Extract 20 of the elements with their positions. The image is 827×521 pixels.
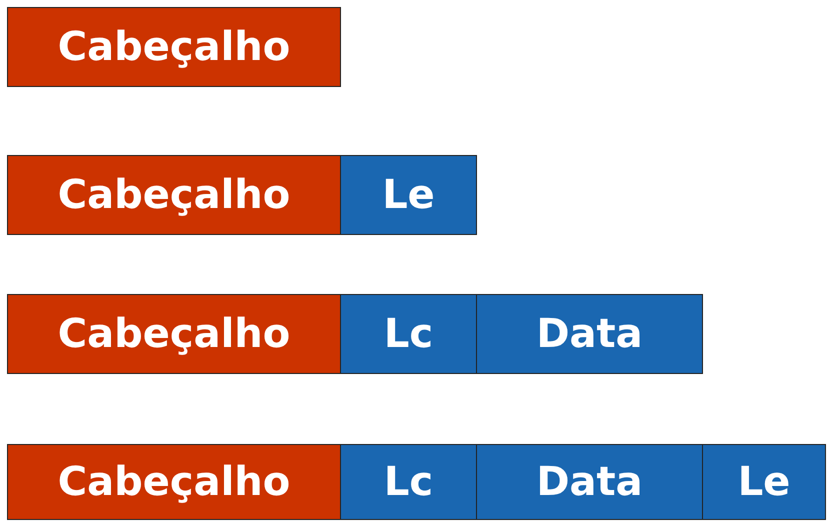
- field-label: Le: [738, 459, 790, 505]
- field-label: Le: [382, 172, 435, 218]
- data-field: [340, 294, 477, 374]
- header-field: [7, 444, 341, 520]
- data-field: [476, 444, 703, 520]
- field-label: Lc: [384, 459, 434, 505]
- header-field: [7, 155, 341, 235]
- data-field: [340, 155, 477, 235]
- data-field: [702, 444, 826, 520]
- field-label: Cabeçalho: [58, 24, 290, 70]
- field-label: Cabeçalho: [58, 459, 290, 505]
- field-label: Data: [536, 311, 643, 357]
- data-field: [476, 294, 703, 374]
- header-field: [7, 7, 341, 87]
- field-label: Lc: [384, 311, 434, 357]
- data-field: [340, 444, 477, 520]
- header-field: [7, 294, 341, 374]
- field-label: Cabeçalho: [58, 311, 290, 357]
- field-label: Cabeçalho: [58, 172, 290, 218]
- field-label: Data: [536, 459, 643, 505]
